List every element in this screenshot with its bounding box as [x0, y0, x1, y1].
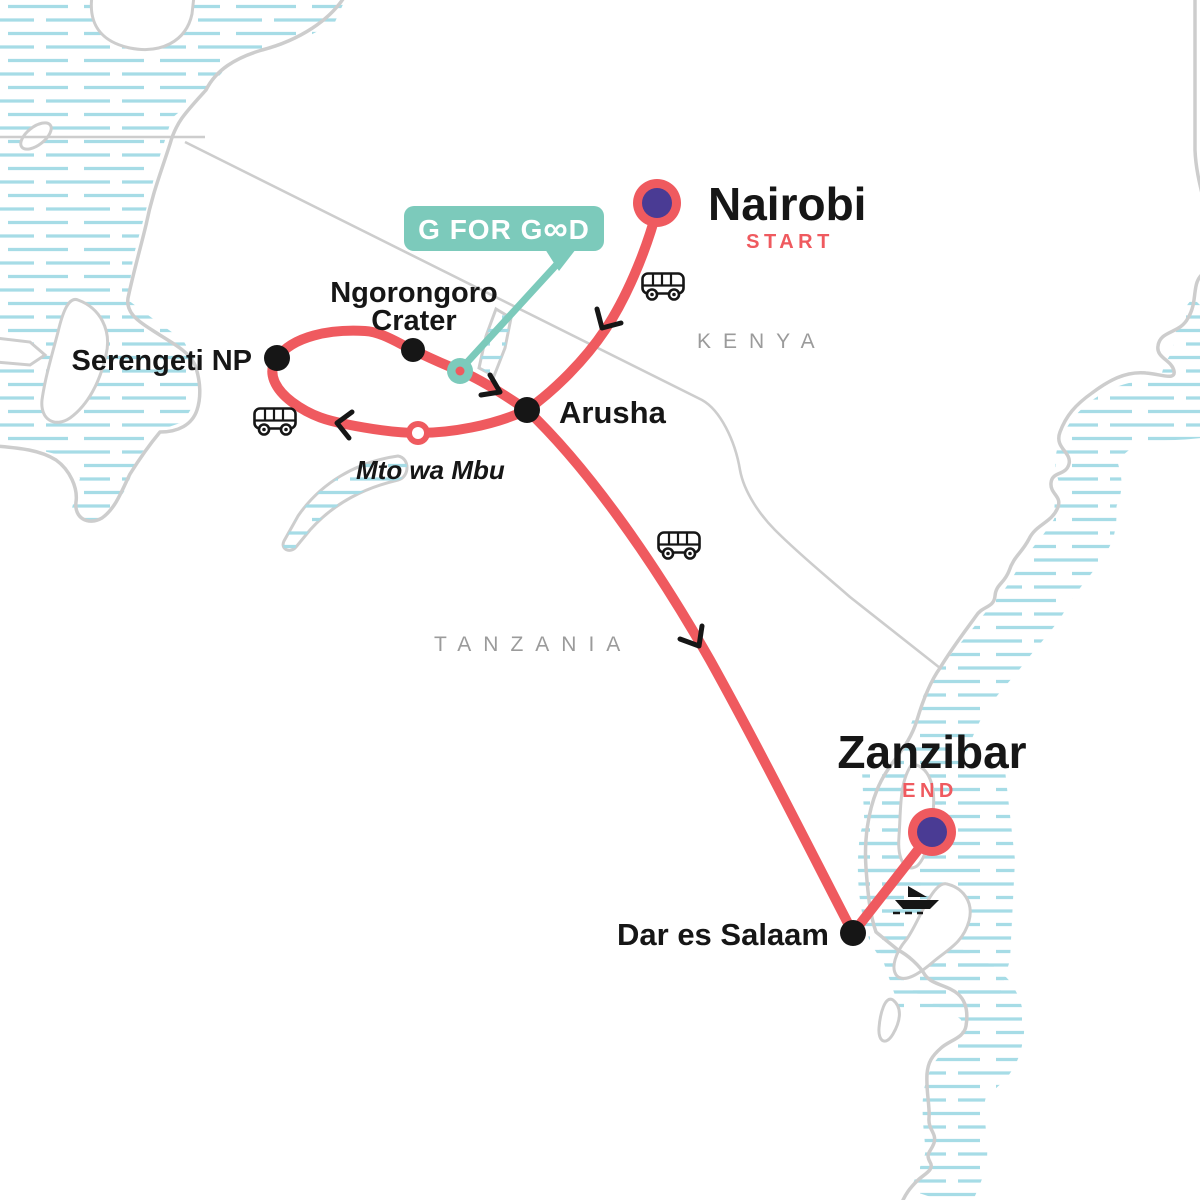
- route-direction-arrow: [334, 409, 355, 441]
- bus-icon: [641, 272, 685, 301]
- small-islet: [877, 997, 901, 1043]
- lake-victoria-hatch: [0, 0, 345, 522]
- start-tag: START: [746, 231, 834, 253]
- direction-arrow-layer: [334, 306, 705, 649]
- lake-victoria-island: [89, 0, 196, 51]
- border-kenya-tanzania: [184, 140, 941, 670]
- stop-label-zanzibar: Zanzibar: [837, 726, 1026, 778]
- zanzibar-south-island: [892, 882, 972, 980]
- g-for-good-badge: [404, 206, 604, 251]
- stop-label-dar-es-salaam: Dar es Salaam: [617, 917, 829, 952]
- ocean-coastline: [863, 0, 1200, 1200]
- lake-victoria-shore: [0, 0, 345, 523]
- indian-ocean-hatch: [857, 298, 1200, 1200]
- badge-leader-line: [457, 258, 563, 373]
- route-direction-arrow: [478, 372, 503, 398]
- label-layer: KENYA TANZANIA Nairobi START Ngorongoro …: [72, 178, 1027, 952]
- badge-tail: [545, 249, 576, 271]
- border-layer: [0, 135, 941, 670]
- g-for-good-marker-center: [455, 366, 465, 376]
- stop-label-mto-wa-mbu: Mto wa Mbu: [356, 455, 505, 485]
- end-marker-zanzibar: [908, 808, 956, 856]
- start-marker-nairobi: [633, 179, 681, 227]
- lake-victoria-inlet-land: [0, 336, 48, 367]
- badge-label: G FOR G∞D: [418, 210, 590, 248]
- route-nairobi-arusha: [522, 205, 662, 415]
- lake-victoria-peninsula: [40, 298, 109, 424]
- stop-dot-serengeti: [264, 345, 290, 371]
- stop-dot-dar-es-salaam: [840, 920, 866, 946]
- country-label-kenya: KENYA: [697, 330, 827, 353]
- stop-label-ngorongoro-line1: Ngorongoro: [330, 277, 498, 309]
- country-label-tanzania: TANZANIA: [434, 633, 632, 656]
- transport-icon-layer: [253, 272, 941, 915]
- stop-ring-mto-wa-mbu: [406, 421, 430, 445]
- bus-icon: [657, 531, 701, 560]
- g-for-good-callout: G FOR G∞D: [404, 206, 604, 384]
- stop-dot-arusha: [514, 397, 540, 423]
- route-arusha-dar: [522, 405, 858, 938]
- bus-icon: [253, 407, 297, 436]
- stop-label-serengeti: Serengeti NP: [72, 345, 253, 377]
- stop-label-ngorongoro-line2: Crater: [371, 305, 456, 337]
- stop-label-nairobi: Nairobi: [708, 178, 866, 230]
- route-direction-arrow: [594, 306, 624, 331]
- stop-marker-layer: [264, 179, 956, 946]
- stop-label-arusha: Arusha: [559, 395, 667, 430]
- route-direction-arrow: [677, 623, 705, 649]
- end-tag: END: [902, 780, 958, 802]
- stop-dot-ngorongoro: [401, 338, 425, 362]
